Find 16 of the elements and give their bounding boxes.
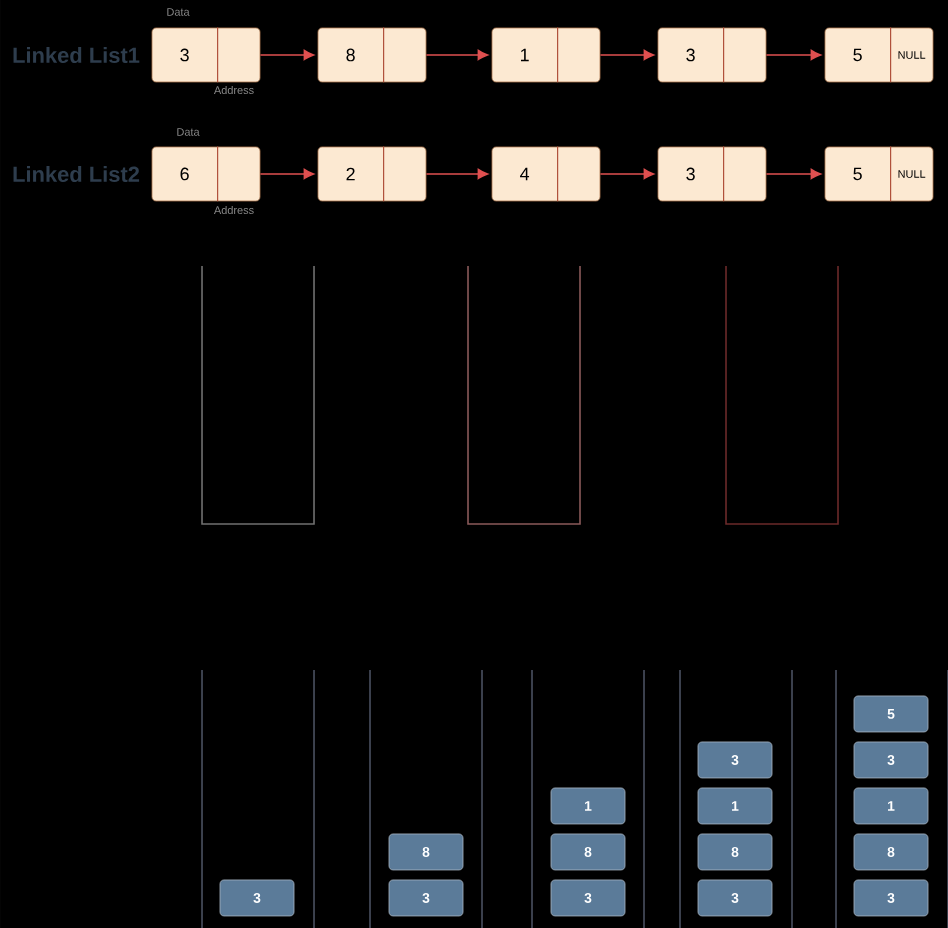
list-node: 3 [151,26,261,83]
arrow [599,168,655,180]
list-node: 6 [151,146,261,202]
list-node: 8 [317,26,427,83]
arrow [259,49,315,61]
arrow [599,49,655,61]
list-node: 2 [317,146,427,202]
arrow [425,49,489,61]
list-node: 1 [491,26,601,83]
list-node: 3 [657,146,767,202]
arrow [425,168,489,180]
arrow [259,168,315,180]
list-node: 3 [657,26,767,83]
arrow [765,168,822,180]
arrow [765,49,822,61]
list-node: 4 [491,146,601,202]
